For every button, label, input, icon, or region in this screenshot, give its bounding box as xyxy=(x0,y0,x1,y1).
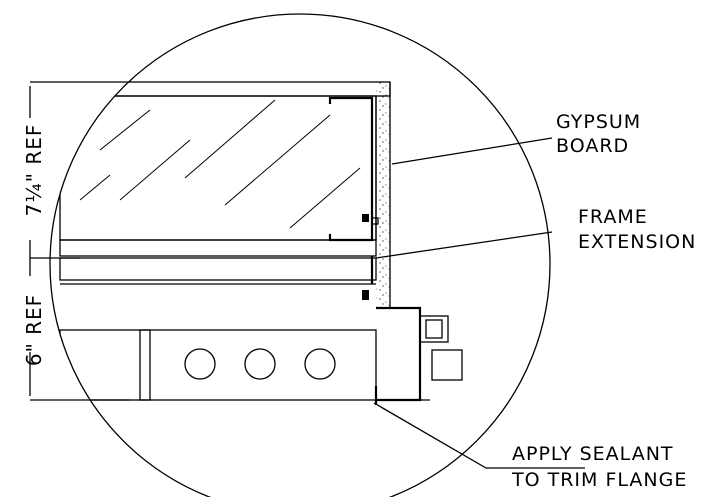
trim-flange xyxy=(374,306,463,405)
panel-block xyxy=(59,95,377,241)
detail-circle xyxy=(49,13,551,497)
frame-label-line1: FRAME xyxy=(578,206,648,228)
gypsum-board xyxy=(59,81,391,308)
dimension-lines xyxy=(29,81,130,401)
gypsum-leader xyxy=(391,137,553,165)
frame-leader xyxy=(375,231,553,259)
sealant-label-line1: APPLY SEALANT xyxy=(512,443,674,465)
c-channel-frame xyxy=(328,96,374,242)
gypsum-label-line1: GYPSUM xyxy=(556,111,641,133)
dimension-lower: 6" REF xyxy=(22,294,46,366)
gypsum-strip-lower xyxy=(59,239,377,257)
sealant-label-line2: TO TRIM FLANGE xyxy=(511,469,687,491)
frame-extension xyxy=(59,257,377,281)
sealant-leader xyxy=(373,402,585,469)
gypsum-label-line2: BOARD xyxy=(556,135,629,157)
frame-label-line2: EXTENSION xyxy=(578,231,696,253)
dimension-upper: 7¼" REF xyxy=(22,124,46,217)
lower-block xyxy=(59,329,377,401)
